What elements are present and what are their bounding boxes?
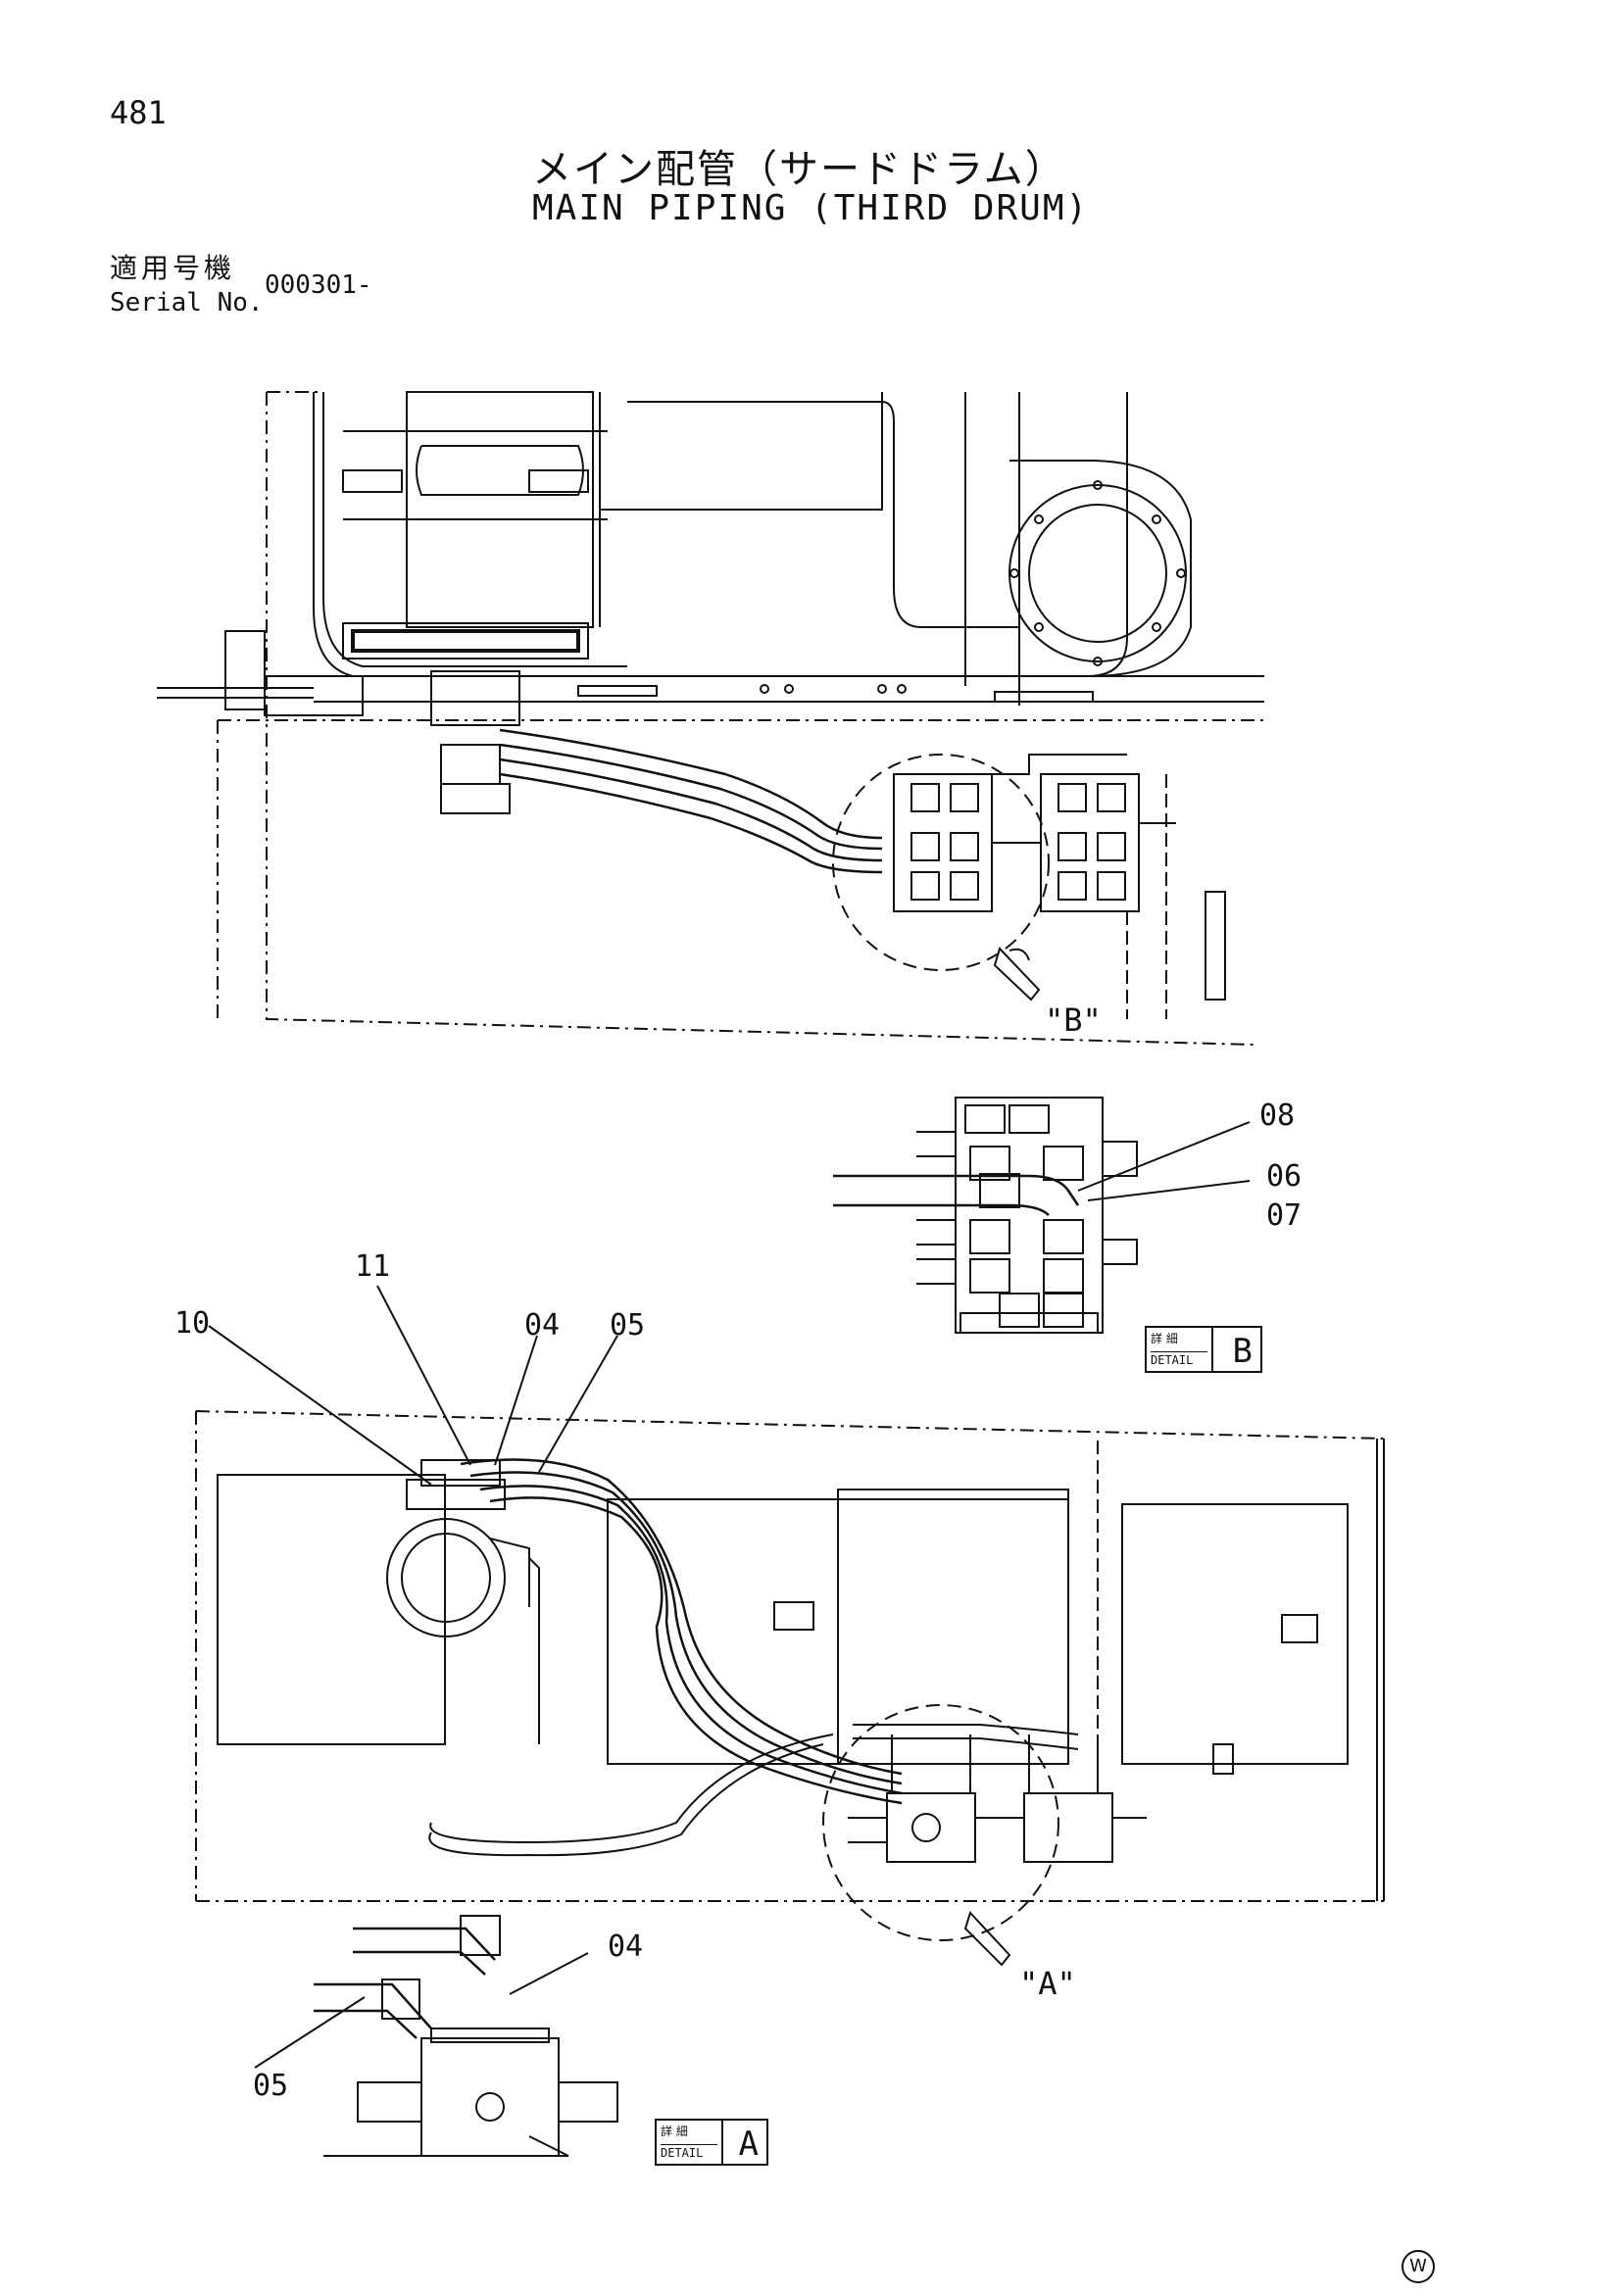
callout-06: 06 [1266,1159,1302,1194]
detail-b-letter: B [1232,1332,1253,1371]
detail-b-label: 詳 細 DETAIL B [1145,1326,1262,1373]
detail-a-jp: 詳 細 [661,2125,688,2138]
callout-08: 08 [1259,1099,1295,1133]
callout-07: 07 [1266,1198,1302,1233]
detail-a-letter: A [738,2125,759,2164]
title-japanese: メイン配管（サードドラム） [532,147,1066,192]
lower-frame-view [195,1285,1385,1967]
callout-04-detail: 04 [608,1930,643,1964]
detail-a-en: DETAIL [661,2144,717,2160]
callout-05-main: 05 [610,1308,645,1343]
callout-11: 11 [355,1249,390,1284]
serial-number-value: 000301- [265,270,372,300]
watermark-logo: W [1402,2250,1435,2283]
detail-b-valve [833,1097,1251,1334]
detail-b-jp: 詳 細 [1151,1332,1178,1345]
title-english: MAIN PIPING (THIRD DRUM) [532,188,1090,228]
serial-label-japanese: 適用号機 [110,252,236,284]
serial-label-english: Serial No. [110,288,264,318]
upper-frame-view [157,391,1264,1046]
detail-b-en: DETAIL [1151,1351,1207,1367]
detail-a-divider [721,2121,723,2164]
detail-b-divider [1211,1328,1213,1371]
view-a-marker: "A" [1019,1965,1076,2002]
callout-10: 10 [174,1306,210,1341]
detail-a-valve [254,1915,618,2157]
callout-04-main: 04 [524,1308,560,1343]
page-number: 481 [110,94,167,131]
detail-a-label: 詳 細 DETAIL A [655,2119,768,2166]
view-b-marker: "B" [1045,1001,1102,1039]
callout-05-detail: 05 [253,2069,288,2103]
